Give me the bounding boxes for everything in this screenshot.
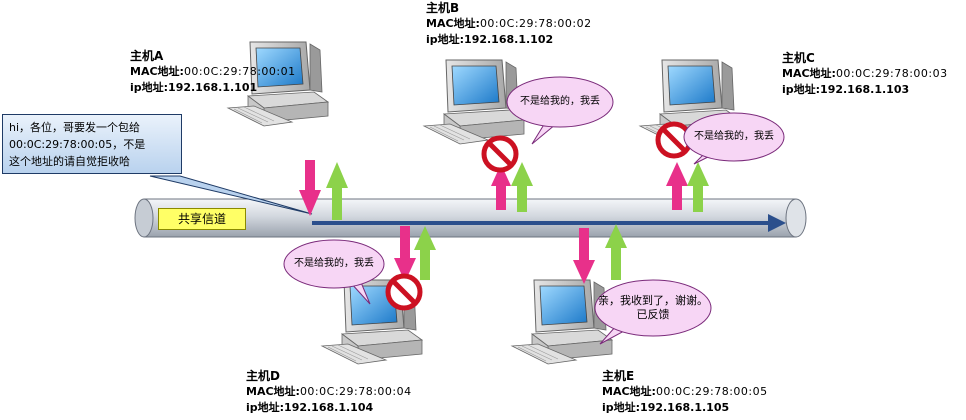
host-b-speech-bubble xyxy=(506,76,614,145)
ip-address: 192.168.1.104 xyxy=(284,401,374,414)
host-c-info: 主机C MAC地址:00:0C:29:78:00:03 ip地址:192.168… xyxy=(782,50,948,98)
host-e-bubble-text: 亲，我收到了，谢谢。 已反馈 xyxy=(596,294,710,322)
ip-address: 192.168.1.103 xyxy=(820,83,910,96)
callout-pointer xyxy=(149,175,313,215)
mac-address: 00:0C:29:78:00:05 xyxy=(655,385,768,398)
ip-label: ip地址: xyxy=(782,83,821,96)
host-a-down-arrow xyxy=(299,160,321,216)
mac-address: 00:0C:29:78:00:03 xyxy=(835,67,948,80)
host-e-up-arrow xyxy=(605,224,627,280)
host-d-bubble-text: 不是给我的，我丢 xyxy=(294,258,374,269)
host-e-speech-bubble xyxy=(594,279,712,345)
mac-label: MAC地址: xyxy=(130,65,184,78)
ip-address: 192.168.1.101 xyxy=(168,81,258,94)
callout-line-2: 00:0C:29:78:00:05，不是 xyxy=(9,138,146,151)
mac-label: MAC地址: xyxy=(782,67,836,80)
shared-channel-label: 共享信道 xyxy=(158,208,246,230)
host-b-bubble-text: 不是给我的，我丢 xyxy=(520,96,600,107)
ip-address: 192.168.1.105 xyxy=(640,401,730,414)
mac-label: MAC地址: xyxy=(426,17,480,30)
host-a-info: 主机A MAC地址:00:0C:29:78:00:01 ip地址:192.168… xyxy=(130,48,296,96)
host-d-up-arrow xyxy=(414,226,436,280)
host-c-up-arrow-green xyxy=(687,162,709,212)
host-e-down-arrow xyxy=(573,228,595,284)
host-b-info: 主机B MAC地址:00:0C:29:78:00:02 ip地址:192.168… xyxy=(426,0,592,48)
host-b-up-arrow-green xyxy=(511,162,533,212)
host-name: 主机E xyxy=(602,369,635,383)
host-b-up-arrow-pink xyxy=(491,164,511,210)
no-entry-icon xyxy=(388,276,420,308)
host-d-info: 主机D MAC地址:00:0C:29:78:00:04 ip地址:192.168… xyxy=(246,368,412,416)
mac-address: 00:0C:29:78:00:02 xyxy=(479,17,592,30)
ip-label: ip地址: xyxy=(426,33,465,46)
host-name: 主机D xyxy=(246,369,280,383)
host-e-bubble-line-2: 已反馈 xyxy=(636,308,670,321)
host-c-up-arrow-pink xyxy=(666,162,688,210)
host-e-info: 主机E MAC地址:00:0C:29:78:00:05 ip地址:192.168… xyxy=(602,368,768,416)
mac-address: 00:0C:29:78:00:04 xyxy=(299,385,412,398)
ip-label: ip地址: xyxy=(246,401,285,414)
host-c-speech-bubble xyxy=(683,112,785,165)
host-name: 主机C xyxy=(782,51,815,65)
computer-icon xyxy=(511,279,613,365)
ip-label: ip地址: xyxy=(130,81,169,94)
ip-address: 192.168.1.102 xyxy=(464,33,554,46)
flow-arrow xyxy=(312,214,786,232)
callout-line-3: 这个地址的请自觉拒收哈 xyxy=(9,155,130,168)
host-name: 主机B xyxy=(426,1,460,15)
ip-label: ip地址: xyxy=(602,401,641,414)
host-name: 主机A xyxy=(130,49,164,63)
host-c-bubble-text: 不是给我的，我丢 xyxy=(694,131,774,142)
shared-channel-pipe xyxy=(134,198,807,238)
broadcast-callout: hi，各位，哥要发一个包给 00:0C:29:78:00:05，不是 这个地址的… xyxy=(2,114,182,174)
host-e-bubble-line-1: 亲，我收到了，谢谢。 xyxy=(598,294,708,307)
mac-label: MAC地址: xyxy=(602,385,656,398)
host-d-down-arrow xyxy=(394,226,416,282)
host-d-speech-bubble xyxy=(283,239,385,305)
no-entry-icon xyxy=(484,138,516,170)
mac-address: 00:0C:29:78:00:01 xyxy=(183,65,296,78)
host-a-up-arrow xyxy=(326,162,348,220)
mac-label: MAC地址: xyxy=(246,385,300,398)
callout-line-1: hi，各位，哥要发一个包给 xyxy=(9,121,141,134)
